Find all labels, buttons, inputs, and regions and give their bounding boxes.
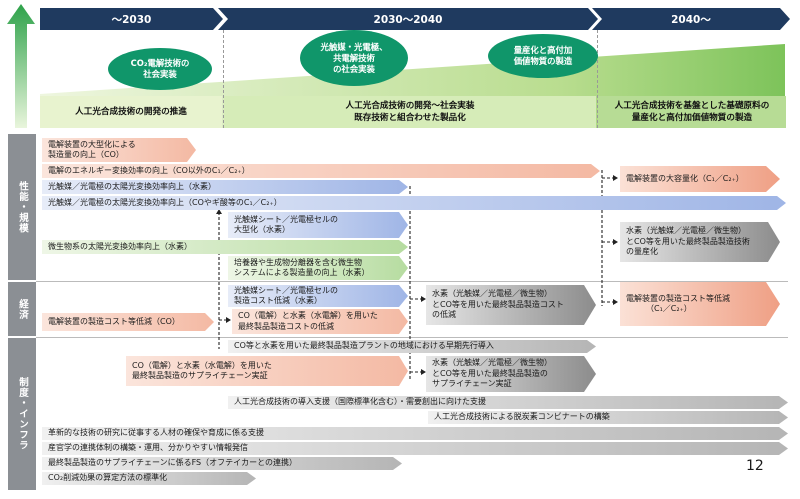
progress-arrow xyxy=(6,4,36,128)
roadmap-arrow: 電解装置の製造コスト等低減（CO） xyxy=(42,313,214,331)
arrow-text: 電解装置の大容量化（C₁／C₂₊） xyxy=(626,173,744,183)
arrow-text: 光触媒シート／光電極セルの xyxy=(234,285,338,295)
milestone-bubble: 量産化と高付加価値物質の製造 xyxy=(488,34,598,78)
roadmap-arrow: CO（電解）と水素（水電解）を用いた最終製品製造のサプライチェーン実証 xyxy=(126,356,408,386)
arrow-text: CO等と水素を用いた最終製品製造プラントの地域における早期先行導入 xyxy=(234,341,494,351)
category-divider xyxy=(36,337,788,338)
roadmap-arrow: CO₂削減効果の算定方法の標準化 xyxy=(42,472,256,485)
bubble-line: 共電解技術 xyxy=(333,52,375,63)
roadmap-arrow: 培養器や生成物分離器を含む微生物システムによる製造量の向上（水素） xyxy=(228,256,408,280)
era-2040: 2040～ xyxy=(592,8,790,30)
category-label: 制度・インフラ xyxy=(17,377,28,451)
roadmap-arrow: 人工光合成技術による脱炭素コンビナートの構築 xyxy=(428,411,788,424)
arrow-text: 電解装置の大型化による xyxy=(48,139,136,149)
milestone-arrow: 水素（光触媒／光電極／微生物）とCO等を用いた最終製品製造のサプライチェーン実証 xyxy=(426,356,596,392)
category-economy: 経済 xyxy=(8,282,36,336)
arrow-text: 水素（光触媒／光電極／微生物） xyxy=(626,226,746,236)
page-number: 12 xyxy=(746,458,764,474)
era-divider xyxy=(223,30,224,128)
roadmap-arrow: CO（電解）と水素（水電解）を用いた最終製品製造コストの低減 xyxy=(232,309,408,334)
category-label: 経済 xyxy=(17,298,28,320)
phase-band: 人工光合成技術の開発の推進 xyxy=(40,96,222,128)
phase-label: 人工光合成技術の開発の推進 xyxy=(75,107,187,117)
roadmap-arrow: 光触媒／光電極の太陽光変換効率向上（水素） xyxy=(42,180,408,194)
phase-label: 量産化と高付加価値物質の製造 xyxy=(631,113,753,123)
roadmap-arrow: 微生物系の太陽光変換効率向上（水素） xyxy=(42,240,408,254)
arrow-text: サプライチェーン実証 xyxy=(432,379,512,389)
arrow-text: 微生物系の太陽光変換効率向上（水素） xyxy=(48,241,192,251)
phase-label: 人工光合成技術の開発～社会実装 xyxy=(345,101,475,111)
milestone-bubble: CO₂電解技術の社会実装 xyxy=(108,48,212,90)
category-divider xyxy=(36,281,788,282)
arrow-text: 製造量の向上（CO） xyxy=(48,150,124,159)
arrow-text: CO（電解）と水素（水電解）を用いた xyxy=(238,311,378,320)
target-arrow: 電解装置の製造コスト等低減（C₁／C₂₊） xyxy=(620,282,780,326)
category-performance: 性能・規模 xyxy=(8,134,36,280)
arrow-text: 最終製品製造のサプライチェーン実証 xyxy=(132,371,268,380)
arrow-text: とCO等を用いた最終製品製造技術 xyxy=(626,236,750,246)
roadmap-arrow: CO等と水素を用いた最終製品製造プラントの地域における早期先行導入 xyxy=(228,340,596,353)
arrow-text: 光触媒／光電極の太陽光変換効率向上（水素） xyxy=(48,181,216,191)
target-arrow: 水素（光触媒／光電極／微生物）とCO等を用いた最終製品製造技術の量産化 xyxy=(620,222,780,262)
category-label: 性能・規模 xyxy=(17,180,28,234)
arrow-text: 電解装置の製造コスト等低減 xyxy=(626,293,730,303)
bubble-line: 価値物質の製造 xyxy=(513,56,573,66)
arrow-text: 水素（光触媒／光電極／微生物） xyxy=(432,289,552,299)
arrow-text: 人工光合成技術による脱炭素コンビナートの構築 xyxy=(434,412,610,422)
arrow-text: CO（電解）と水素（水電解）を用いた xyxy=(132,360,272,370)
roadmap-arrow: 電解装置の大型化による製造量の向上（CO） xyxy=(42,138,196,162)
arrow-text: 光触媒シート／光電極セルの xyxy=(234,214,338,224)
roadmap-arrow: 産官学の連携体制の構築・運用、分かりやすい情報発信 xyxy=(42,442,788,455)
arrow-text: の低減 xyxy=(432,310,456,320)
roadmap-arrow: 光触媒シート／光電極セルの大型化（水素） xyxy=(228,212,408,238)
roadmap-arrow: 光触媒／光電極の太陽光変換効率向上（COやギ酸等のC₁／C₂₊） xyxy=(42,196,786,210)
arrow-text: 最終製品製造のサプライチェーンに係るFS（オフテイカーとの連携） xyxy=(48,458,298,468)
arrow-text: 光触媒／光電極の太陽光変換効率向上（COやギ酸等のC₁／C₂₊） xyxy=(48,197,282,207)
roadmap-arrow: 電解のエネルギー変換効率の向上（CO以外のC₁／C₂₊） xyxy=(42,164,600,178)
arrow-text: 革新的な技術の研究に従事する人材の確保や育成に係る支援 xyxy=(48,428,264,438)
era-label: 2030～2040 xyxy=(373,13,443,26)
arrow-text: 最終製品製造コストの低減 xyxy=(238,321,334,331)
arrow-text: の量産化 xyxy=(626,247,658,257)
bubble-line: の社会実装 xyxy=(333,63,375,74)
era-2030-2040: 2030～2040 xyxy=(218,8,598,30)
era-label: ～2030 xyxy=(111,13,152,26)
roadmap-arrow: 人工光合成技術の導入支援（国際標準化含む）・需要創出に向けた支援 xyxy=(228,396,788,409)
bubble-line: CO₂電解技術の xyxy=(130,58,190,68)
arrow-text: とCO等を用いた最終製品製造コスト xyxy=(432,299,564,309)
arrow-text: 人工光合成技術の導入支援（国際標準化含む）・需要創出に向けた支援 xyxy=(234,397,486,407)
era-2030: ～2030 xyxy=(40,8,223,30)
roadmap-arrow: 光触媒シート／光電極セルの製造コスト低減（水素） xyxy=(228,285,408,307)
era-label: 2040～ xyxy=(671,13,711,26)
arrow-text: 産官学の連携体制の構築・運用、分かりやすい情報発信 xyxy=(48,443,248,453)
roadmap-arrow: 革新的な技術の研究に従事する人材の確保や育成に係る支援 xyxy=(42,427,788,440)
phase-label: 人工光合成技術を基盤とした基礎原料の xyxy=(614,101,770,111)
bubble-line: 社会実装 xyxy=(143,69,177,79)
arrow-text: CO₂削減効果の算定方法の標準化 xyxy=(48,473,168,483)
roadmap-arrow: 最終製品製造のサプライチェーンに係るFS（オフテイカーとの連携） xyxy=(42,457,402,470)
phase-band: 人工光合成技術を基盤とした基礎原料の 量産化と高付加価値物質の製造 xyxy=(598,96,786,128)
arrow-text: 製造コスト低減（水素） xyxy=(234,296,322,305)
era-divider xyxy=(597,30,598,128)
arrow-text: 大型化（水素） xyxy=(234,225,290,234)
category-institution: 制度・インフラ xyxy=(8,338,36,490)
arrow-text: （C₁／C₂₊） xyxy=(646,304,692,313)
arrow-text: 水素（光触媒／光電極／微生物） xyxy=(432,358,552,368)
arrow-text: システムによる製造量の向上（水素） xyxy=(234,268,370,277)
bubble-line: 量産化と高付加 xyxy=(513,45,573,55)
arrow-text: 培養器や生成物分離器を含む微生物 xyxy=(234,257,362,267)
target-arrow: 電解装置の大容量化（C₁／C₂₊） xyxy=(620,166,780,192)
milestone-arrow: 水素（光触媒／光電極／微生物）とCO等を用いた最終製品製造コストの低減 xyxy=(426,285,596,325)
milestone-bubble: 光触媒・光電極、共電解技術の社会実装 xyxy=(300,30,408,86)
phase-label: 既存技術と組合わせた製品化 xyxy=(354,113,466,123)
phase-band: 人工光合成技術の開発～社会実装 既存技術と組合わせた製品化 xyxy=(224,96,596,128)
arrow-text: 電解のエネルギー変換効率の向上（CO以外のC₁／C₂₊） xyxy=(48,165,250,175)
arrow-text: 電解装置の製造コスト等低減（CO） xyxy=(48,316,180,326)
bubble-line: 光触媒・光電極、 xyxy=(320,41,388,52)
arrow-text: とCO等を用いた最終製品製造の xyxy=(432,368,548,378)
